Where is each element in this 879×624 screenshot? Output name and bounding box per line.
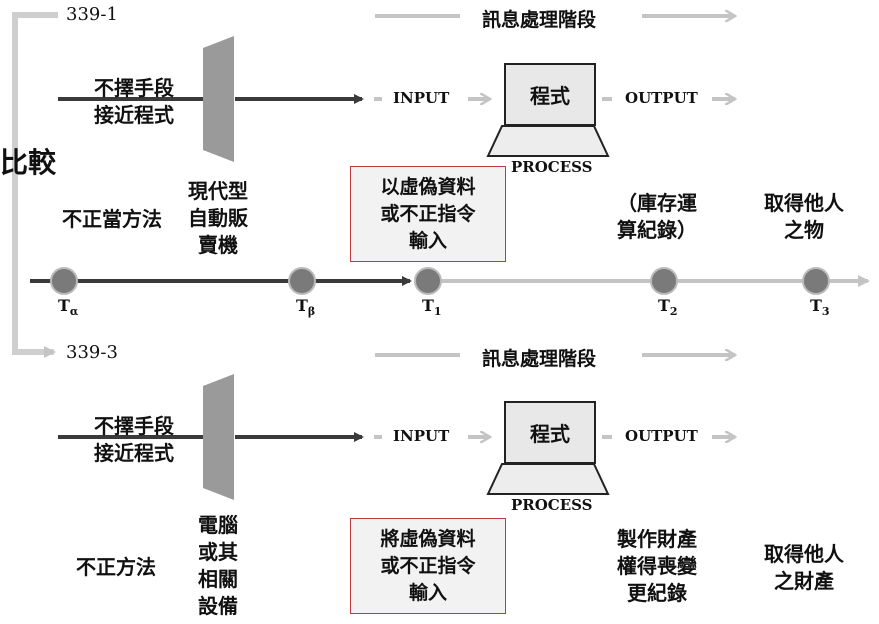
bottom-input-act-box: 將虛偽資料 或不正指令 輸入: [350, 518, 506, 614]
bottom-computer-base: [486, 463, 610, 495]
timeline-label-t1: T1: [422, 296, 442, 319]
comparison-bracket: [12, 12, 58, 358]
bottom-gain-label: 取得他人 之財產: [764, 542, 844, 593]
bottom-input-label: INPUT: [393, 427, 450, 445]
top-machine-label: 現代型 自動販 賣機: [188, 179, 248, 257]
top-program-box: 程式: [504, 63, 596, 126]
top-phase-label: 訊息處理階段: [482, 9, 597, 31]
top-input-act-box: 以虛偽資料 或不正指令 輸入: [350, 166, 506, 262]
bottom-program-box: 程式: [504, 401, 596, 464]
bottom-code-label: 339-3: [66, 342, 118, 363]
top-process-label: PROCESS: [511, 158, 593, 176]
top-input-label: INPUT: [393, 89, 450, 107]
top-output-label: OUTPUT: [625, 89, 698, 107]
bottom-input-act-label: 將虛偽資料 或不正指令 輸入: [380, 527, 476, 604]
bottom-barrier-shape: [203, 374, 234, 500]
bottom-result-label: 製作財產 權得喪變 更紀錄: [617, 527, 697, 605]
top-gain-label: 取得他人 之物: [764, 191, 844, 242]
timeline-label-t3: T3: [810, 296, 830, 319]
bottom-output-label: OUTPUT: [625, 427, 698, 445]
timeline-node-t-alpha: [50, 267, 78, 295]
bottom-process-label: PROCESS: [511, 496, 593, 514]
top-program-label: 程式: [530, 84, 570, 108]
top-barrier-shape: [203, 36, 234, 162]
bottom-phase-label: 訊息處理階段: [482, 348, 597, 370]
top-code-label: 339-1: [66, 4, 118, 25]
timeline-node-t1: [414, 267, 442, 295]
bottom-act-label: 不正方法: [76, 555, 156, 579]
timeline-node-t2: [650, 267, 678, 295]
bottom-program-label: 程式: [530, 422, 570, 446]
bottom-means-label: 不擇手段 接近程式: [94, 414, 174, 465]
top-computer-base: [486, 125, 610, 157]
bottom-machine-label: 電腦 或其 相關 設備: [198, 513, 238, 618]
timeline-label-t2: T2: [658, 296, 678, 319]
top-act-label: 不正當方法: [62, 207, 162, 231]
comparison-label: 比較: [0, 146, 57, 179]
timeline-label-t-beta: Tβ: [296, 296, 316, 319]
timeline-label-t-alpha: Tα: [58, 296, 79, 319]
top-means-label: 不擇手段 接近程式: [94, 76, 174, 127]
timeline-node-t-beta: [288, 267, 316, 295]
timeline-node-t3: [802, 267, 830, 295]
top-input-act-label: 以虛偽資料 或不正指令 輸入: [380, 175, 476, 252]
top-result-label: （庫存運 算紀錄）: [617, 191, 697, 242]
timeline: [30, 267, 870, 295]
